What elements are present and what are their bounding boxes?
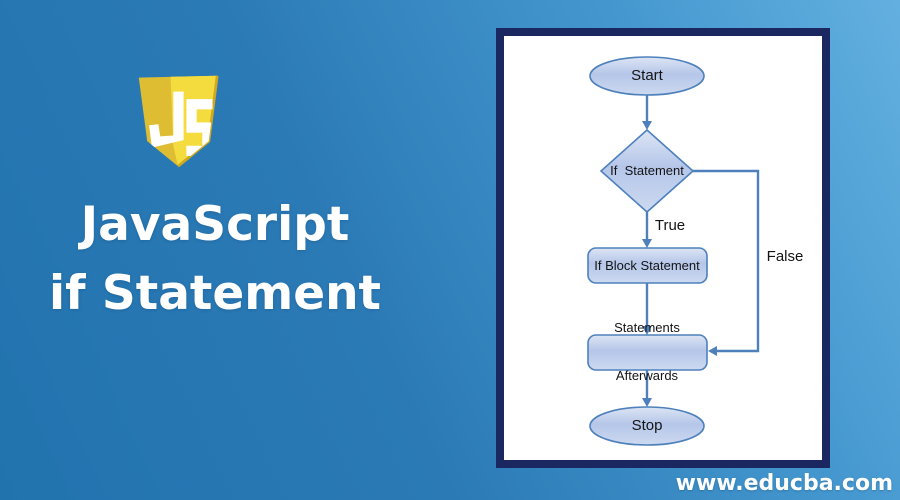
arrowhead-down-4 <box>642 398 652 407</box>
page-title: JavaScript if Statement <box>0 190 430 328</box>
website-url: www.educba.com <box>675 471 893 496</box>
if-block-label: If Block Statement <box>594 258 700 273</box>
flow-arrowheads <box>642 121 717 407</box>
flowchart-panel: Start If Statement True If Block Stateme… <box>496 28 830 468</box>
afterwards-label-line2: Afterwards <box>615 368 679 383</box>
true-branch-label: True <box>654 217 686 234</box>
javascript-logo-icon <box>138 75 219 168</box>
node-stop <box>589 406 705 446</box>
arrowhead-left-false <box>708 346 717 356</box>
edge-false-branch <box>693 169 760 353</box>
start-label: Start <box>631 67 663 84</box>
false-branch-label: False <box>766 248 804 265</box>
flowchart-diagram <box>587 56 760 446</box>
flow-connectors <box>645 95 760 400</box>
arrowhead-down-1 <box>642 121 652 130</box>
title-line-2: if Statement <box>48 266 382 321</box>
afterwards-label: Statements Afterwards <box>614 288 680 416</box>
stop-label: Stop <box>631 417 663 434</box>
title-line-1: JavaScript <box>80 197 350 252</box>
node-condition-diamond <box>599 128 695 214</box>
arrowhead-down-2 <box>642 239 652 248</box>
afterwards-label-line1: Statements <box>614 320 680 335</box>
node-start <box>589 56 705 96</box>
node-if-block <box>587 247 708 284</box>
node-statements-afterwards <box>587 334 708 371</box>
arrowhead-down-3 <box>642 326 652 335</box>
condition-label: If Statement <box>610 163 684 178</box>
logo-shield-edge <box>177 75 219 168</box>
